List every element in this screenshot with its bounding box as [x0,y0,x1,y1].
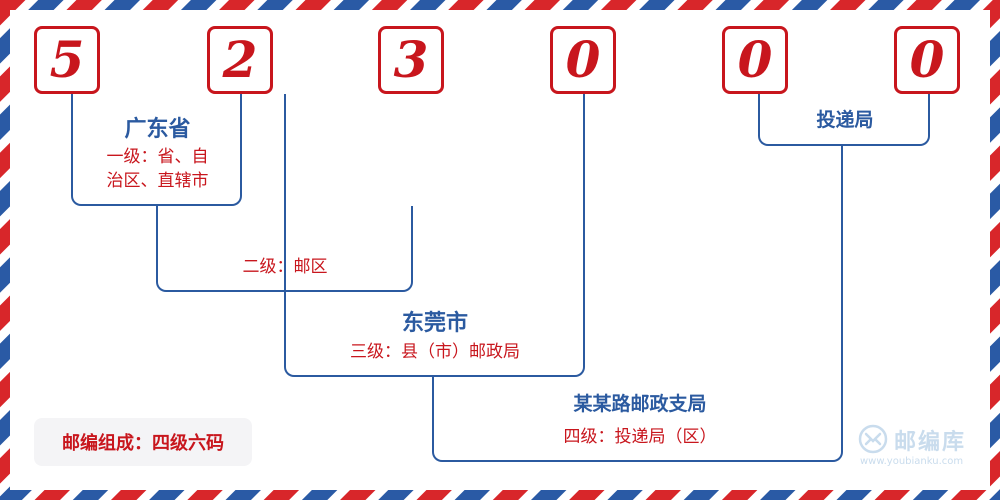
digit-6: 0 [909,30,945,89]
code-structure-label: 邮编组成：四级六码 [62,433,224,454]
watermark-url: www.youbianku.com [860,456,964,467]
city-name: 东莞市 [401,311,468,336]
code-structure-badge: 邮编组成：四级六码 [34,418,252,466]
digit-box-6: 0 [894,26,960,94]
city-desc: 三级：县（市）邮政局 [350,342,520,362]
province-name: 广东省 [124,117,191,142]
office-name: 某某路邮政支局 [573,393,707,415]
digit-4: 0 [565,30,601,89]
digit-box-3: 3 [378,26,444,94]
digit-box-4: 0 [550,26,616,94]
bracket-delivery [758,94,930,146]
digit-box-5: 0 [722,26,788,94]
digit-2: 2 [222,30,258,89]
digit-box-1: 5 [34,26,100,94]
digit-1: 5 [49,30,85,89]
province-desc-line1: 一级：省、自 [106,147,209,167]
delivery-name: 投递局 [816,109,874,131]
bracket-province [71,94,242,206]
bracket-city [284,94,585,377]
bracket-office [432,377,843,462]
watermark-name: 邮编库 [894,430,967,455]
envelope-logo-icon [858,424,888,454]
digit-box-2: 2 [207,26,273,94]
district-desc: 二级：邮区 [242,257,328,277]
office-desc: 四级：投递局（区） [563,427,717,447]
digit-3: 3 [393,30,429,89]
connector-delivery [841,146,843,452]
digit-5: 0 [737,30,773,89]
province-desc-line2: 治区、直辖市 [106,171,209,191]
